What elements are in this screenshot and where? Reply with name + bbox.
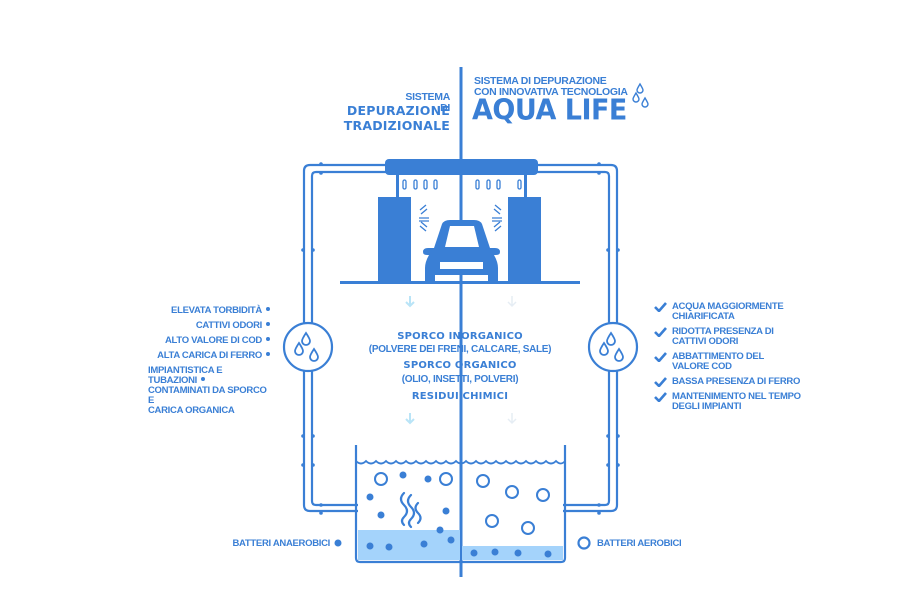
header-left-title: DEPURAZIONE TRADIZIONALE [343, 103, 450, 133]
list-item: ELEVATA TORBIDITÀ [120, 306, 270, 316]
header-right-line2: CON INNOVATIVA TECNOLOGIA [474, 86, 628, 98]
brand-drops-icon [632, 82, 649, 108]
check-icon [654, 352, 667, 362]
list-item: BASSA PRESENZA DI FERRO [654, 377, 834, 387]
list-item-label: ALTO VALORE DI COD [165, 335, 262, 346]
list-item-label: VALORE COD [672, 361, 732, 372]
odor-icon [399, 491, 422, 529]
list-item-label: CARICA ORGANICA [148, 405, 235, 416]
traditional-problems-list: ELEVATA TORBIDITÀ CATTIVI ODORI ALTO VAL… [120, 306, 270, 421]
list-item-label: CATTIVI ODORI [672, 336, 739, 347]
bullet-dot [266, 352, 270, 357]
water-drops-icon [599, 331, 624, 362]
list-item: IMPIANTISTICA E TUBAZIONI CONTAMINATI DA… [120, 366, 270, 416]
brand-logo: AQUA LIFE [472, 94, 627, 127]
left-brush [378, 197, 411, 281]
list-item-label: MANTENIMENTO NEL TEMPO [672, 391, 801, 402]
left-filter-circle [282, 321, 334, 373]
list-item-label: ELEVATA TORBIDITÀ [171, 305, 262, 316]
check-icon [654, 377, 667, 387]
pipe-joints [301, 162, 620, 515]
list-item-label: ALTA CARICA DI FERRO [157, 350, 262, 361]
organic-dirt-desc: (OLIO, INSETTI, POLVERI) [401, 374, 519, 385]
check-icon [654, 302, 667, 312]
water-drops-icon [294, 331, 319, 362]
list-item: CATTIVI ODORI [120, 321, 270, 331]
list-item-label: ABBATTIMENTO DEL [672, 351, 764, 362]
bullet-dot [266, 337, 270, 342]
right-filter-circle [587, 321, 639, 373]
tank-icon [354, 445, 567, 564]
organic-dirt-title: SPORCO ORGANICO [403, 360, 517, 371]
check-icon [654, 392, 667, 402]
bullet-dot [266, 307, 270, 312]
list-item-label: BASSA PRESENZA DI FERRO [672, 376, 801, 387]
list-item-label: ACQUA MAGGIORMENTE [672, 301, 784, 312]
chemical-residue-title: RESIDUI CHIMICI [411, 391, 509, 402]
inorganic-dirt-desc: (POLVERE DEI FRENI, CALCARE, SALE) [368, 344, 552, 355]
list-item-label: IMPIANTISTICA E TUBAZIONI [148, 365, 223, 386]
header-right-line1: SISTEMA DI DEPURAZIONE [474, 75, 607, 87]
list-item-label: CATTIVI ODORI [195, 320, 262, 331]
list-item: ALTA CARICA DI FERRO [120, 351, 270, 361]
legend-anaerobic-label: BATTERI ANAEROBICI [232, 538, 330, 549]
aerobic-bacteria [374, 472, 550, 535]
legend-anaerobic-dot [334, 539, 342, 547]
right-brush [508, 197, 541, 281]
legend-aerobic-ring [577, 536, 591, 550]
arrow-down-icon [405, 296, 415, 425]
arrow-down-icon [507, 296, 517, 425]
list-item-label: CHIARIFICATA [672, 311, 735, 322]
car-icon [423, 220, 500, 281]
check-icon [654, 327, 667, 337]
list-item-label: DEGLI IMPIANTI [672, 401, 742, 412]
inorganic-dirt-title: SPORCO INORGANICO [397, 331, 523, 342]
bullet-dot [266, 322, 270, 327]
list-item-label: CONTAMINATI DA SPORCO E [148, 385, 267, 406]
list-item-label: RIDOTTA PRESENZA DI [672, 326, 774, 337]
legend-aerobic-label: BATTERI AEROBICI [597, 538, 682, 549]
anaerobic-bacteria [366, 471, 552, 558]
list-item: ALTO VALORE DI COD [120, 336, 270, 346]
bullet-dot [201, 377, 206, 382]
car-wash-icon [340, 159, 580, 284]
header-left-line1: SISTEMA DI [405, 91, 450, 114]
